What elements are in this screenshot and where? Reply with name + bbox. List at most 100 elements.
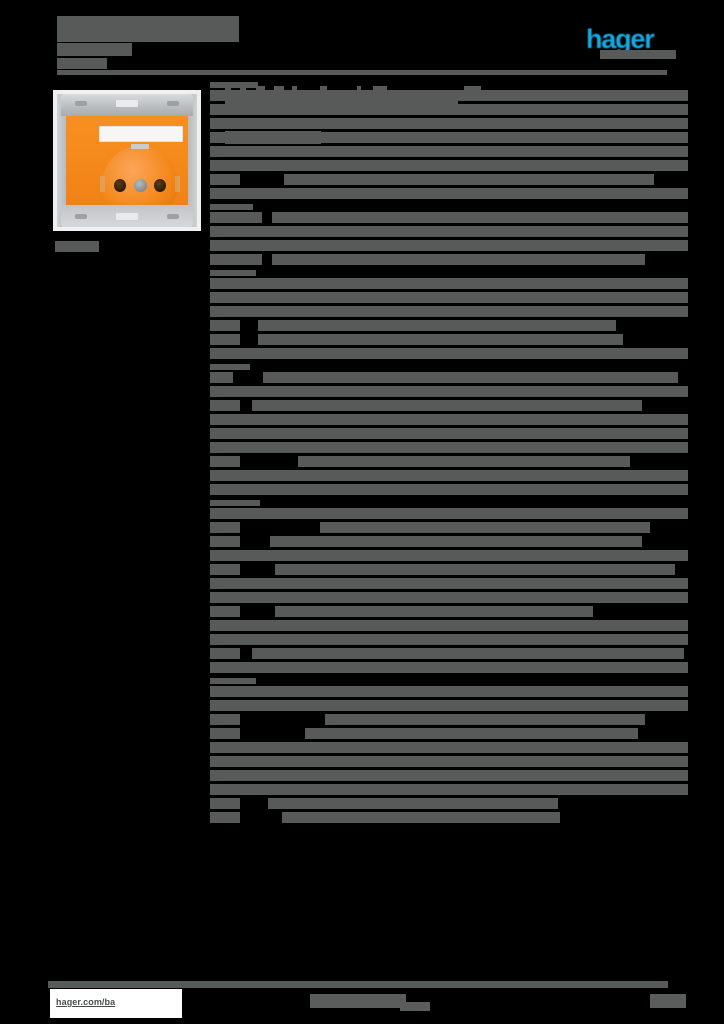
spec-row-value — [240, 634, 688, 645]
doc-title-accent-8 — [464, 86, 481, 91]
spec-row — [210, 160, 688, 171]
spec-row-value — [262, 226, 688, 237]
spec-row-gap — [233, 372, 263, 383]
spec-row-label — [210, 132, 240, 143]
spec-row-label — [210, 770, 240, 781]
spec-section-5 — [210, 678, 688, 823]
spec-row-label — [210, 400, 240, 411]
spec-row — [210, 146, 688, 157]
spec-row — [210, 334, 688, 345]
spec-row — [210, 254, 688, 265]
center-screw — [134, 179, 147, 192]
pin-hole-right — [154, 179, 166, 192]
spec-row-gap — [240, 728, 305, 739]
spec-row-value — [240, 90, 688, 101]
doc-title-accent-0 — [225, 86, 231, 91]
spec-row — [210, 522, 688, 533]
spec-row-value — [240, 550, 688, 561]
spec-row — [210, 662, 688, 673]
spec-row-gap — [240, 714, 325, 725]
spec-row — [210, 132, 688, 143]
spec-row-value — [263, 372, 678, 383]
spec-row-label — [210, 240, 262, 251]
spec-row-label — [210, 798, 240, 809]
spec-row-value — [240, 686, 688, 697]
footer-page-number — [650, 994, 686, 1008]
spec-row — [210, 320, 688, 331]
frame-tab-bottom — [116, 213, 138, 220]
spec-row — [210, 700, 688, 711]
doc-title-accent-1 — [240, 86, 246, 91]
spec-row-value — [258, 132, 688, 143]
spec-row-label — [210, 470, 240, 481]
specification-tables — [210, 82, 688, 836]
spec-row-value — [240, 756, 688, 767]
spec-row-value — [305, 728, 638, 739]
spec-row-label — [210, 414, 240, 425]
spec-row — [210, 770, 688, 781]
page-title — [57, 16, 239, 42]
spec-row-label — [210, 550, 240, 561]
spec-row-gap — [240, 400, 252, 411]
spec-row-value — [270, 536, 642, 547]
spec-row — [210, 386, 688, 397]
spec-row — [210, 442, 688, 453]
spec-row — [210, 278, 688, 289]
spec-row — [210, 798, 688, 809]
spec-row — [210, 536, 688, 547]
footer-divider — [48, 981, 668, 988]
product-figure — [53, 90, 201, 231]
socket-notch-right — [175, 176, 180, 192]
spec-row — [210, 756, 688, 767]
page-subtitle-line-1 — [57, 43, 132, 56]
spec-row-label — [210, 254, 262, 265]
frame-screw-bottom-right — [167, 214, 179, 219]
page-subtitle-line-2 — [57, 58, 107, 69]
spec-row — [210, 728, 688, 739]
spec-row-value — [252, 400, 642, 411]
spec-row — [210, 550, 688, 561]
hager-logo: hager — [586, 26, 676, 53]
spec-row-value — [258, 320, 616, 331]
spec-row-gap — [240, 536, 270, 547]
spec-row-value — [284, 174, 654, 185]
spec-row — [210, 104, 688, 115]
footer-url-box — [50, 989, 182, 1018]
spec-row-label — [210, 188, 240, 199]
footer-center-text-secondary — [400, 1002, 430, 1011]
footer-url-link[interactable]: hager.com/ba — [56, 997, 116, 1007]
spec-row — [210, 188, 688, 199]
spec-row-gap — [240, 798, 268, 809]
spec-row — [210, 592, 688, 603]
frame-tab-top — [116, 100, 138, 107]
spec-row — [210, 292, 688, 303]
spec-row-gap — [240, 320, 258, 331]
spec-row — [210, 578, 688, 589]
spec-row-value — [240, 442, 688, 453]
spec-row-gap — [240, 522, 320, 533]
spec-section-3 — [210, 364, 688, 495]
spec-row — [210, 742, 688, 753]
spec-row-label — [210, 756, 240, 767]
spec-row-label — [210, 212, 262, 223]
spec-row-value — [240, 386, 688, 397]
spec-row-value — [240, 470, 688, 481]
spec-row — [210, 400, 688, 411]
spec-row-label — [210, 484, 240, 495]
spec-section-heading — [210, 364, 250, 370]
spec-row-label — [210, 160, 240, 171]
spec-row-label — [210, 146, 240, 157]
doc-title-accent-2 — [256, 86, 265, 91]
spec-row — [210, 620, 688, 631]
spec-row-value — [298, 456, 630, 467]
spec-row-label — [210, 662, 240, 673]
spec-row — [210, 428, 688, 439]
doc-title-accent-7 — [373, 86, 387, 91]
spec-row-value — [240, 578, 688, 589]
spec-row-value — [272, 254, 645, 265]
spec-row — [210, 484, 688, 495]
socket-body — [66, 106, 188, 224]
spec-section-4 — [210, 500, 688, 673]
spec-row — [210, 812, 688, 823]
spec-row-gap — [240, 174, 284, 185]
